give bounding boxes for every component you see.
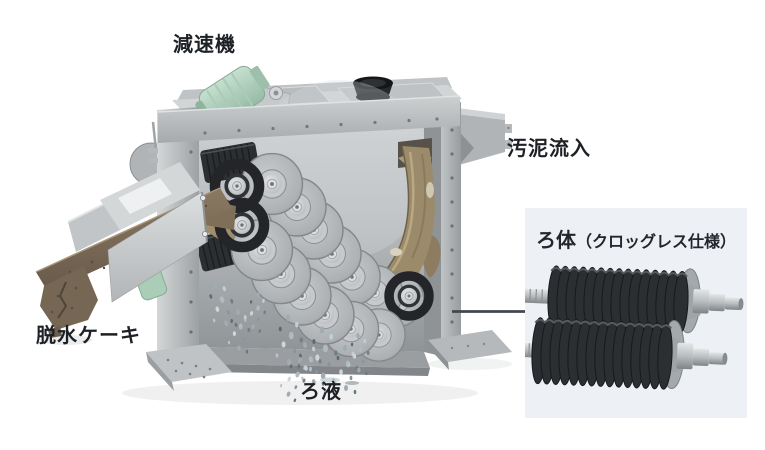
filter-roller-bottom xyxy=(525,316,728,391)
inset-title-sub: （クロッグレス仕様） xyxy=(576,234,737,251)
inset-title-main: ろ体 xyxy=(536,230,576,252)
label-filtrate: ろ液 xyxy=(300,381,342,403)
inset-panel: ろ体（クロッグレス仕様） xyxy=(525,208,747,418)
frame-column-right xyxy=(441,102,461,359)
label-reducer: 減速機 xyxy=(173,34,236,56)
cake-chute xyxy=(35,162,232,338)
label-sludge-inflow: 汚泥流入 xyxy=(507,138,591,160)
label-dewatered-cake: 脱水ケーキ xyxy=(36,325,141,347)
top-beam xyxy=(157,95,461,143)
machine-feet xyxy=(146,330,512,391)
filtrate-droplets xyxy=(203,278,370,404)
filter-roller-top xyxy=(525,264,744,335)
inset-title: ろ体（クロッグレス仕様） xyxy=(536,224,736,253)
clogless-filter-rollers xyxy=(525,264,744,391)
